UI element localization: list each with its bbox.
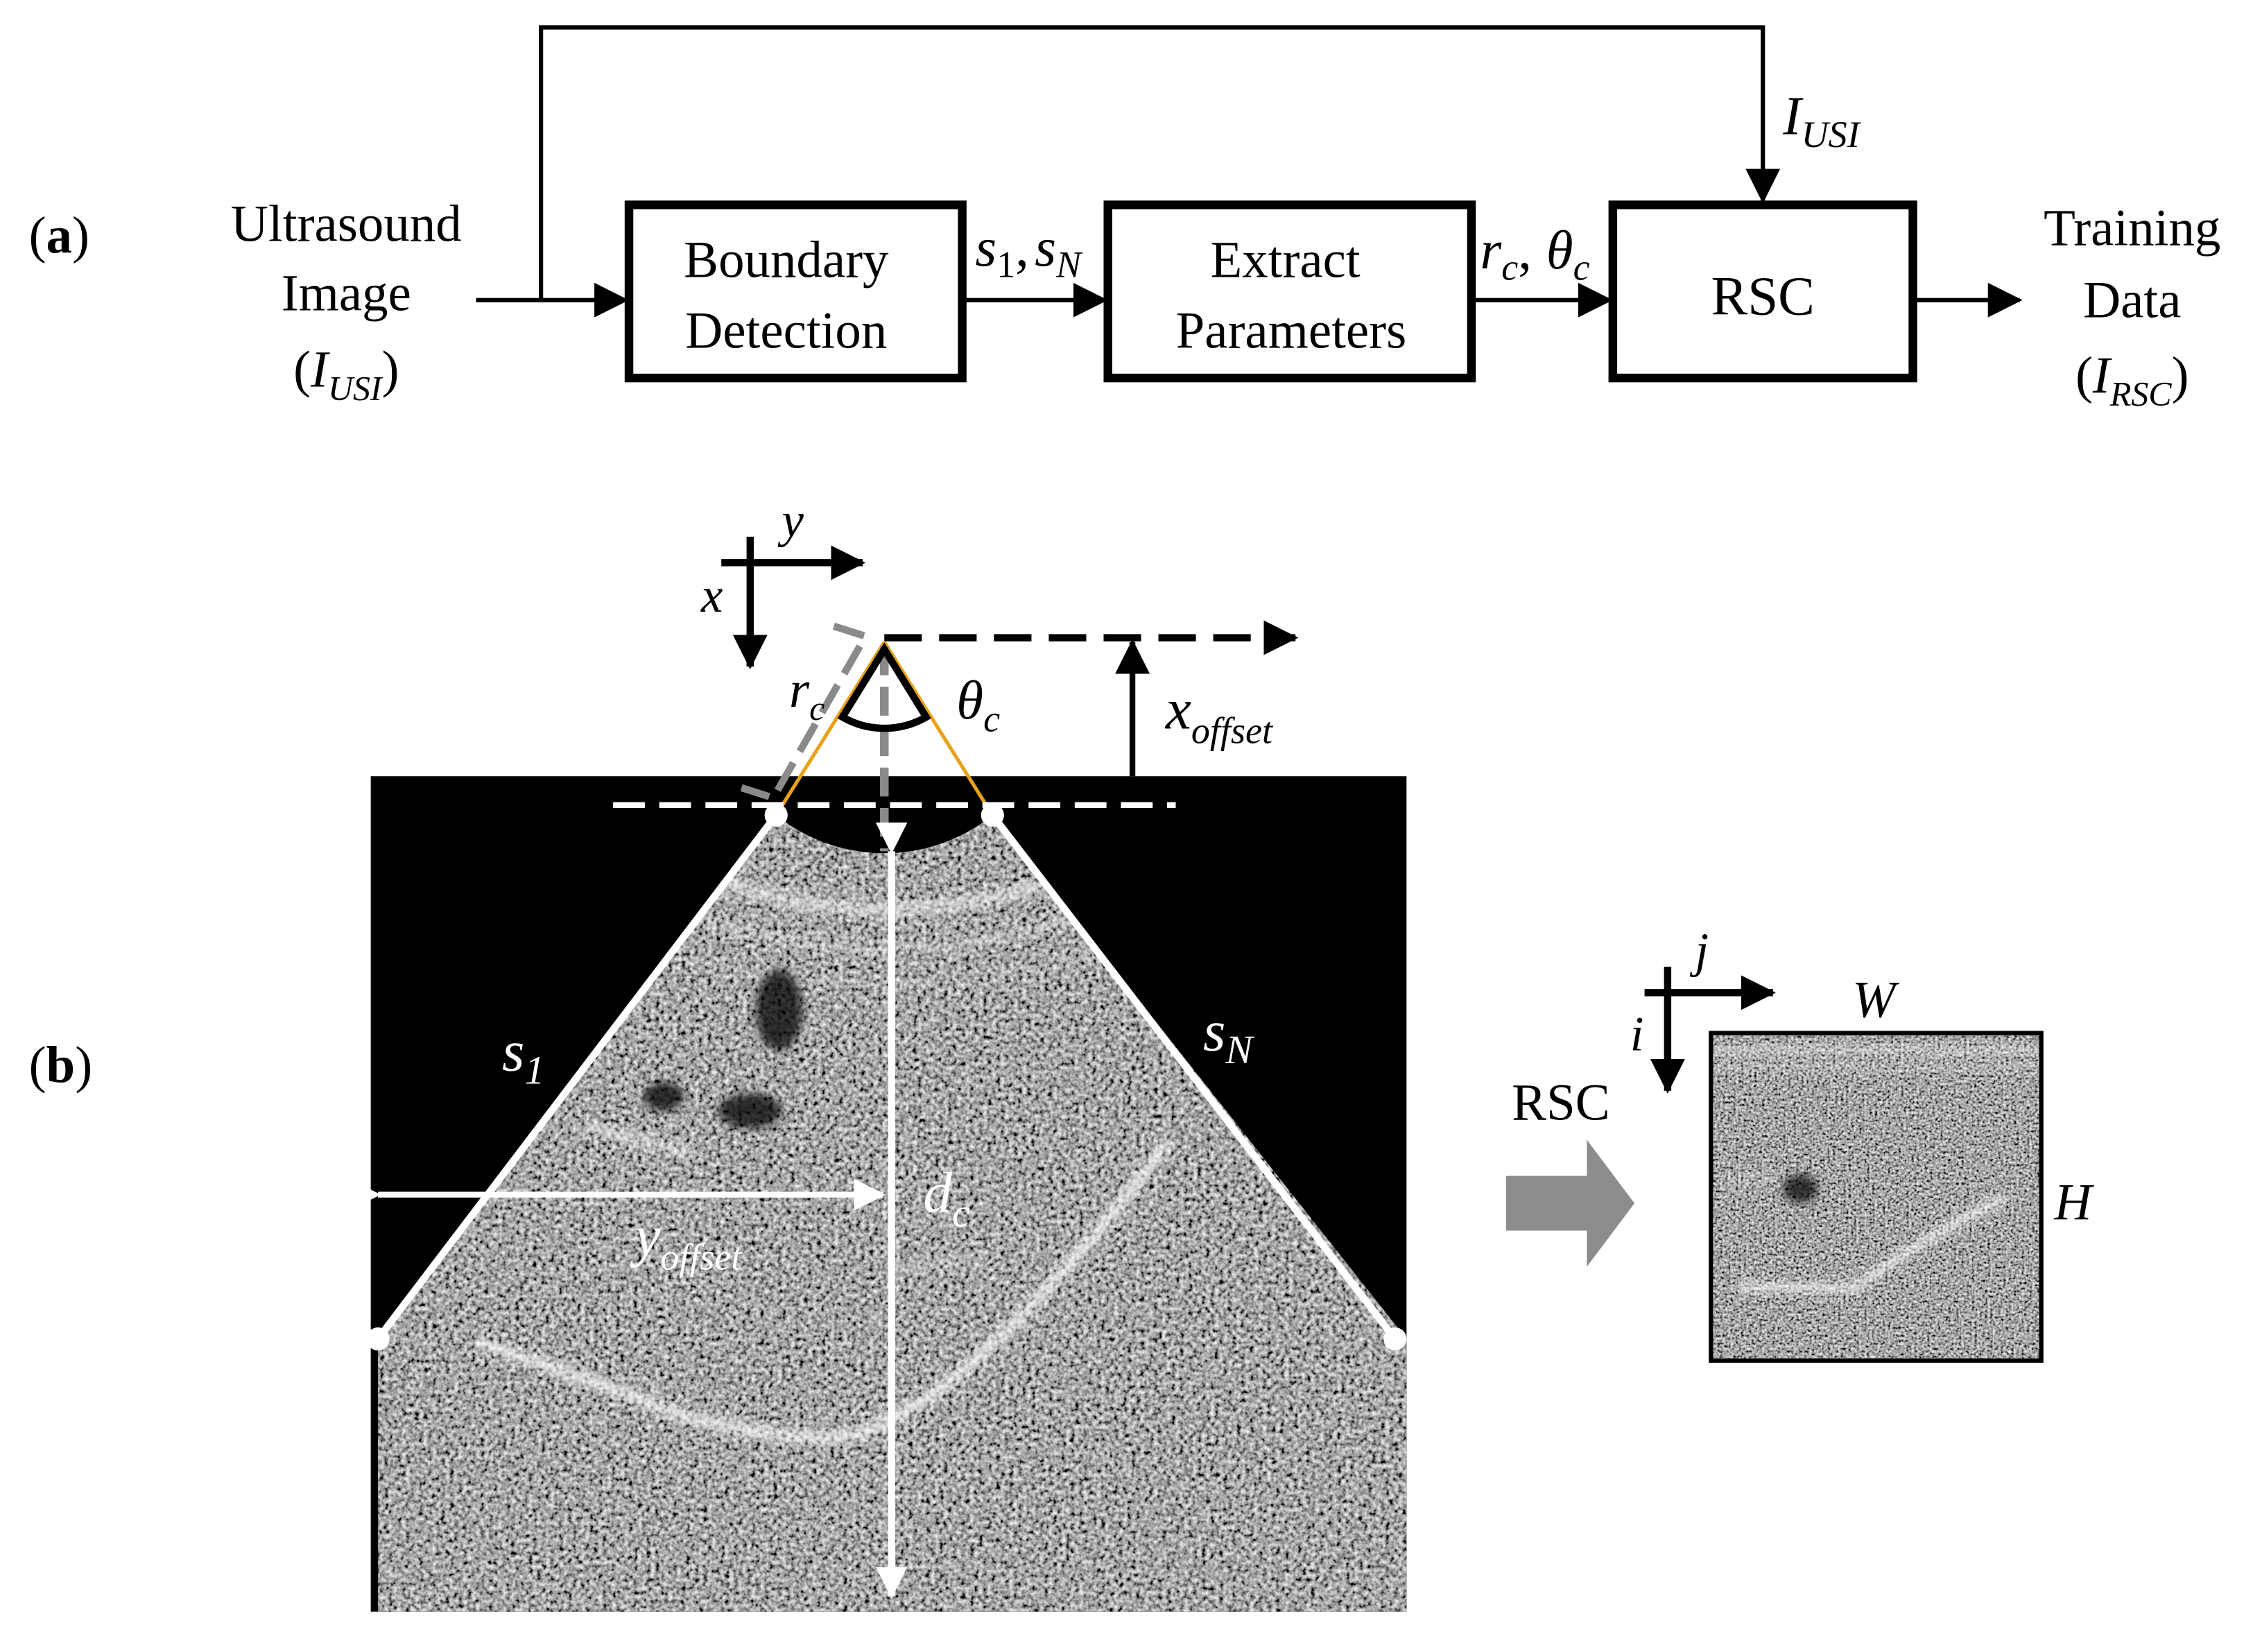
input-line-1: Ultrasound xyxy=(231,195,462,252)
panel-b-label: (b) xyxy=(29,1036,93,1094)
rsc-arrow-label: RSC xyxy=(1512,1074,1610,1131)
rsc-block-arrow xyxy=(1505,1139,1635,1267)
feedback-label: IUSI xyxy=(1782,86,1861,155)
fan-line-sN xyxy=(990,813,1398,1341)
boundary-detection-box xyxy=(624,200,967,383)
rsc-output-image xyxy=(1709,1031,2044,1363)
fan-point-top-right xyxy=(981,803,1004,827)
panel-a: (a) Ultrasound Image (IUSI) IUSI Boundar… xyxy=(29,25,2220,413)
extract-parameters-line-1: Extract xyxy=(1211,231,1361,289)
guide-line-left xyxy=(775,641,886,816)
s1-label: s1 xyxy=(502,1019,545,1093)
edge-rc-thetac-label: rc,θc xyxy=(1480,221,1589,289)
feedback-loop-line xyxy=(539,25,1781,300)
H-label: H xyxy=(2053,1173,2094,1231)
boundary-detection-line-1: Boundary xyxy=(684,231,889,289)
panel-a-label: (a) xyxy=(29,207,89,264)
rsc-output-border xyxy=(1709,1031,2044,1363)
output-symbol: (IRSC) xyxy=(2075,347,2189,413)
rc-label: rc xyxy=(789,661,824,728)
fan-point-top-left xyxy=(764,803,788,827)
W-label: W xyxy=(1852,972,1900,1029)
axis-i-label: i xyxy=(1630,1007,1644,1061)
input-line-2: Image xyxy=(282,264,411,322)
output-line-1: Training xyxy=(2044,200,2220,257)
rc-bracket xyxy=(740,622,871,802)
fan-point-bottom-right xyxy=(1383,1327,1407,1351)
boundary-detection-line-2: Detection xyxy=(685,302,887,359)
sN-label: sN xyxy=(1203,999,1254,1072)
axis-x-label: x xyxy=(700,569,723,623)
guide-line-right xyxy=(883,641,994,816)
rsc-box-label: RSC xyxy=(1711,267,1814,327)
fan-line-s1 xyxy=(374,813,779,1341)
theta-c-arc xyxy=(837,642,931,732)
extract-parameters-line-2: Parameters xyxy=(1176,302,1407,359)
edge-s1-sN-label: s1,sN xyxy=(975,218,1083,286)
axes-xy: y x xyxy=(700,494,866,670)
axes-ij: j i xyxy=(1630,924,1776,1094)
rsc-box xyxy=(1608,200,1917,383)
y-offset-label: yoffset xyxy=(630,1204,743,1278)
axis-y-label: y xyxy=(778,494,804,548)
x-offset-label: xoffset xyxy=(1164,678,1274,752)
dc-label: dc xyxy=(923,1160,970,1235)
theta-c-label: θc xyxy=(956,671,1000,740)
output-line-2: Data xyxy=(2083,272,2181,329)
extract-parameters-box xyxy=(1103,200,1476,383)
fan-point-bottom-left xyxy=(366,1327,390,1351)
input-symbol: (IUSI) xyxy=(293,341,399,408)
axis-j-label: j xyxy=(1689,924,1709,978)
panel-b: (b) xyxy=(29,494,2094,1612)
